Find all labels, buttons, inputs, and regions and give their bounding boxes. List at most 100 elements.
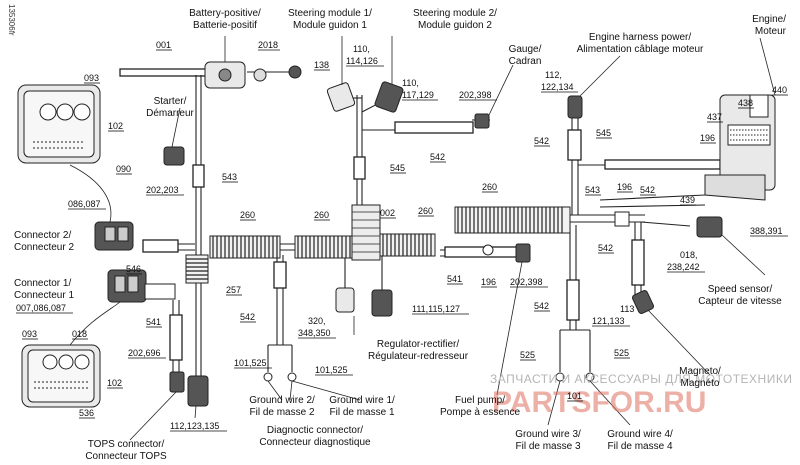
- gauge-label-fr: Cadran: [509, 56, 542, 67]
- part-090: 090: [116, 164, 131, 174]
- magneto-label-en: Magneto/: [679, 366, 721, 377]
- part-440: 440: [772, 85, 787, 95]
- part-542a: 542: [534, 136, 549, 146]
- part-2018: 2018: [258, 40, 278, 50]
- gauge-label-en: Gauge/: [509, 44, 542, 55]
- part-202398a: 202,398: [459, 90, 492, 100]
- main-wiring: [119, 68, 721, 380]
- part-542d: 542: [598, 243, 613, 253]
- steering-module-1-connector: [326, 82, 356, 112]
- ground2-label-fr: Fil de masse 2: [249, 407, 314, 418]
- figure-id: 135306fr: [7, 4, 16, 36]
- part-541b: 541: [146, 317, 161, 327]
- part-388391: 388,391: [750, 226, 783, 236]
- diagnostic-label-fr: Connecteur diagnostique: [259, 437, 371, 448]
- part-545a: 545: [596, 128, 611, 138]
- part-111: 111,115,127: [412, 304, 460, 314]
- part-542b: 542: [430, 152, 445, 162]
- ground3-label-en: Ground wire 3/: [515, 429, 581, 440]
- part-546: 546: [126, 264, 141, 274]
- part-543b: 543: [585, 185, 600, 195]
- ground3-label-fr: Fil de masse 3: [515, 441, 580, 452]
- engine-label-fr: Moteur: [755, 26, 787, 37]
- part-138: 138: [314, 60, 329, 70]
- part-536: 536: [79, 408, 94, 418]
- regulator-label-en: Regulator-rectifier/: [377, 339, 459, 350]
- fuel-pump-label-fr: Pompe à essence: [440, 407, 520, 418]
- part-260d: 260: [482, 182, 497, 192]
- part-541a: 541: [447, 274, 462, 284]
- part-102a: 102: [108, 121, 123, 131]
- part-101525a: 101,525: [234, 358, 267, 368]
- part-542e: 542: [240, 312, 255, 322]
- part-437: 437: [707, 112, 722, 122]
- connector-1: [107, 269, 147, 303]
- battery-label-en: Battery-positive/: [189, 8, 261, 19]
- magneto-label-fr: Magnéto: [681, 378, 720, 389]
- part-007: 007,086,087: [16, 303, 66, 313]
- tops-label-en: TOPS connector/: [88, 439, 165, 450]
- callouts: Battery-positive/ Batterie-positif Steer…: [14, 8, 787, 462]
- part-545b: 545: [390, 163, 405, 173]
- part-112b: 122,134: [541, 82, 574, 92]
- part-018c: 018: [72, 329, 87, 339]
- part-086087: 086,087: [68, 199, 101, 209]
- engine-harness-assembly: [704, 94, 776, 201]
- part-110b: 114,126: [346, 56, 378, 66]
- part-numbers: 001 093 102 090 2018 138 110, 114,126 11…: [16, 40, 788, 432]
- part-542f: 542: [534, 301, 549, 311]
- part-101: 101: [567, 391, 582, 401]
- grommet-196: [482, 244, 494, 256]
- watermark-brand: PARTSFOR.RU: [492, 386, 706, 419]
- part-196b: 196: [617, 182, 632, 192]
- part-260a: 260: [240, 210, 255, 220]
- battery-label-fr: Batterie-positif: [193, 20, 257, 31]
- part-439: 439: [680, 195, 695, 205]
- connector-536-block: [21, 344, 101, 408]
- ground4-label-en: Ground wire 4/: [607, 429, 673, 440]
- speed-sensor-connector: [696, 216, 723, 238]
- starter-label-en: Starter/: [154, 96, 187, 107]
- fuel-pump-connector: [515, 243, 531, 263]
- part-110a: 110,: [353, 44, 370, 54]
- ground1-label-fr: Fil de masse 1: [329, 407, 394, 418]
- part-196a: 196: [700, 133, 715, 143]
- regulator-connectors: [335, 287, 393, 317]
- part-102b: 102: [107, 378, 122, 388]
- connector-2: [94, 221, 134, 251]
- part-018b: 238,242: [667, 262, 700, 272]
- diagnostic-connector: [187, 375, 209, 407]
- connector2-label-fr: Connecteur 2: [14, 242, 74, 253]
- part-257: 257: [226, 285, 241, 295]
- steering2-label-fr: Module guidon 2: [418, 20, 492, 31]
- engine-harness-label-fr: Alimentation câblage moteur: [577, 44, 704, 55]
- part-001: 001: [156, 40, 171, 50]
- part-542c: 542: [640, 185, 655, 195]
- engine-harness-connector: [567, 95, 583, 119]
- fuel-pump-label-en: Fuel pump/: [455, 395, 505, 406]
- gauge-connector: [474, 113, 490, 129]
- steering1-label-en: Steering module 1/: [288, 8, 372, 19]
- part-112a: 112,: [545, 70, 562, 80]
- part-525b: 525: [614, 348, 629, 358]
- connector1-label-en: Connector 1/: [14, 278, 71, 289]
- battery-terminal: [204, 61, 302, 89]
- connector-196-clip: [614, 211, 630, 227]
- part-093a: 093: [84, 73, 99, 83]
- leader-lines: [69, 36, 776, 441]
- part-101525b: 101,525: [315, 365, 348, 375]
- part-018a: 018,: [680, 250, 698, 260]
- engine-label-en: Engine/: [752, 14, 786, 25]
- part-093b: 093: [22, 329, 37, 339]
- corrugated-conduits: [185, 204, 571, 284]
- part-113b: 121,133: [592, 316, 625, 326]
- part-196c: 196: [481, 277, 496, 287]
- speed-sensor-label-en: Speed sensor/: [708, 284, 773, 295]
- connector2-label-en: Connector 2/: [14, 230, 71, 241]
- part-543a: 543: [222, 172, 237, 182]
- speed-sensor-label-fr: Capteur de vitesse: [698, 296, 782, 307]
- connector-090-block: [17, 84, 101, 164]
- ground1-label-en: Ground wire 1/: [329, 395, 395, 406]
- tops-label-fr: Connecteur TOPS: [85, 451, 167, 462]
- starter-label-fr: Démarreur: [146, 108, 194, 119]
